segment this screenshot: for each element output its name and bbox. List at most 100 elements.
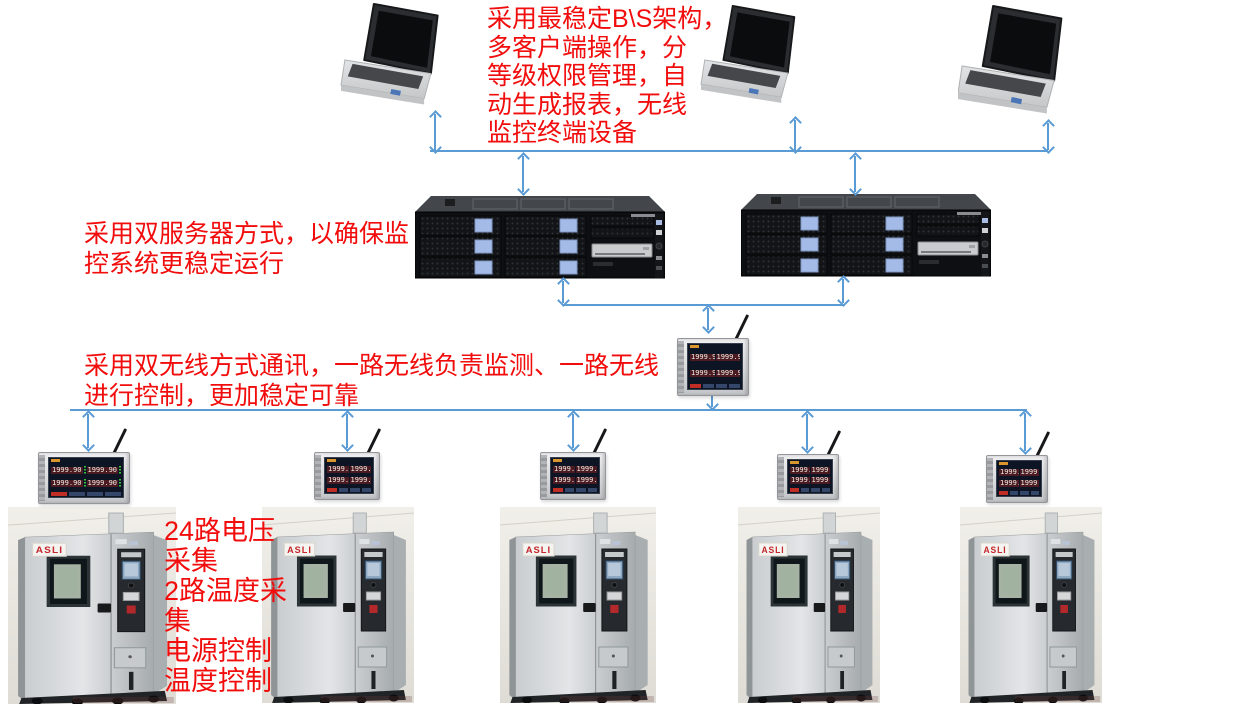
arrow-gateway-wirelessbus — [706, 383, 719, 411]
screen-header-tag — [327, 459, 336, 462]
level-bar-icon — [83, 478, 86, 488]
antenna-icon — [112, 428, 128, 455]
server-2-image — [741, 194, 991, 277]
display-value: 1999.90 — [86, 465, 119, 474]
laptop-client-2-image — [700, 4, 796, 103]
display-value: 1999.90 — [999, 468, 1019, 476]
connector-lan-top — [430, 150, 1048, 152]
test-chamber-3-image: ASLI — [500, 507, 656, 703]
channel-readout: 1999.90 — [790, 476, 810, 485]
display-value: 1999.90 — [690, 354, 715, 361]
recorder-screen: 1999.90 1999.90 1999.90 1999.90 — [324, 457, 374, 494]
side-vents — [678, 341, 684, 393]
channel-readout: 1999.90 — [690, 350, 715, 365]
display-value: 1999.90 — [715, 354, 740, 361]
channel-readout: 1999.90 — [553, 464, 575, 474]
chamber-brand-label: ASLI — [526, 545, 551, 555]
channel-readout: 1999.90 — [51, 464, 86, 476]
channel-readout: 1999.90 — [575, 475, 597, 485]
channel-readout: 1999.90 — [810, 466, 830, 475]
channel-readout: 1999.90 — [999, 478, 1019, 488]
arrow-bus-recorder2 — [341, 410, 354, 452]
chamber-brand-label: ASLI — [761, 545, 784, 555]
laptop-client-1-image — [340, 2, 439, 105]
channel-readout: 1999.90 — [51, 477, 86, 489]
screen-header-tag — [51, 459, 60, 462]
recorder-screen: 1999.90 1999.90 1999.90 1999.90 — [550, 457, 600, 494]
arrow-bus-recorder5 — [1019, 409, 1032, 455]
side-vents — [778, 457, 784, 497]
display-value: 1999.90 — [810, 477, 830, 484]
arrow-bus-recorder4 — [801, 410, 814, 454]
test-chamber-5-image: ASLI — [960, 507, 1102, 703]
chamber-brand-label: ASLI — [287, 545, 312, 555]
recorder-screen: 1999.90 1999.90 1999.90 1999.90 — [687, 343, 743, 390]
display-value: 1999.90 — [327, 465, 349, 473]
screen-header-tag — [553, 459, 562, 462]
screen-buttons — [999, 491, 1039, 495]
display-value: 1999.90 — [810, 467, 830, 474]
channel-readout: 1999.90 — [349, 475, 371, 485]
recorder-body: 1999.90 1999.90 1999.90 1999.90 — [540, 452, 606, 500]
connector-wireless-bus — [70, 409, 1027, 411]
channel-readout: 1999.90 — [999, 467, 1019, 477]
recorder-body: 1999.90 1999.90 1999.90 1999.90 — [986, 455, 1048, 503]
test-chamber-1-image: ASLI — [8, 507, 176, 704]
arrow-laptop3-lan — [1042, 119, 1055, 154]
antenna-icon — [826, 430, 842, 457]
arrow-laptop1-lan — [429, 110, 442, 154]
note-dual-server: 采用双服务器方式，以确保监 控系统更稳定运行 — [84, 220, 410, 278]
antenna-icon — [734, 314, 750, 341]
wireless-recorder-5: 1999.90 1999.90 1999.90 1999.90 — [986, 429, 1051, 503]
display-value: 1999.90 — [1019, 468, 1039, 476]
wireless-recorder-2: 1999.90 1999.90 1999.90 1999.90 — [314, 426, 382, 500]
wireless-recorder-4: 1999.90 1999.90 1999.90 1999.90 — [777, 428, 842, 500]
note-dual-wireless: 采用双无线方式通讯，一路无线负责监测、一路无线 进行控制，更加稳定可靠 — [84, 352, 660, 410]
display-value: 1999.90 — [1019, 479, 1039, 487]
arrow-server2-bus — [837, 275, 850, 307]
screen-header-tag — [790, 461, 799, 464]
channel-readout: 1999.90 — [327, 475, 349, 485]
display-value: 1999.90 — [86, 478, 119, 487]
channel-readout: 1999.90 — [690, 366, 715, 381]
arrow-bus-recorder1 — [82, 410, 95, 452]
wireless-recorder-1: 1999.90 1999.90 1999.90 1999.90 — [38, 426, 130, 504]
channel-readout: 1999.90 — [715, 366, 740, 381]
recorder-body: 1999.90 1999.90 1999.90 1999.90 — [314, 452, 380, 500]
side-vents — [315, 455, 321, 497]
arrow-bus-recorder3 — [567, 410, 580, 452]
arrow-lan-server2 — [849, 152, 862, 196]
display-value: 1999.90 — [349, 476, 371, 484]
test-chamber-4-image: ASLI — [738, 507, 880, 703]
level-bar-icon — [119, 478, 121, 488]
display-value: 1999.90 — [51, 478, 83, 487]
display-value: 1999.90 — [51, 465, 83, 474]
screen-buttons — [790, 488, 830, 492]
note-channel-capabilities: 24路电压 采集 2路温度采 集 电源控制 温度控制 — [164, 516, 288, 696]
display-value: 1999.90 — [349, 465, 371, 473]
side-vents — [541, 455, 547, 497]
display-value: 1999.90 — [790, 467, 810, 474]
screen-buttons — [553, 488, 597, 492]
antenna-icon — [592, 428, 608, 455]
channel-readout: 1999.90 — [810, 476, 830, 485]
screen-buttons — [690, 384, 740, 388]
display-value: 1999.90 — [999, 479, 1019, 487]
channel-readout: 1999.90 — [327, 464, 349, 474]
recorder-body: 1999.90 1999.90 1999.90 1999.90 — [677, 338, 749, 396]
display-value: 1999.90 — [690, 370, 715, 377]
note-bs-architecture: 采用最稳定B\S架构， 多客户端操作，分 等级权限管理，自 动生成报表，无线 监… — [487, 5, 728, 147]
recorder-screen: 1999.90 1999.90 1999.90 1999.90 — [48, 457, 124, 498]
channel-readout: 1999.90 — [575, 464, 597, 474]
channel-readout: 1999.90 — [86, 464, 121, 476]
display-value: 1999.90 — [575, 476, 597, 484]
chamber-brand-label: ASLI — [983, 545, 1006, 555]
arrow-server1-bus — [557, 277, 570, 307]
level-bar-icon — [83, 465, 86, 475]
antenna-icon — [1035, 431, 1051, 458]
display-value: 1999.90 — [327, 476, 349, 484]
screen-buttons — [51, 492, 121, 496]
arrow-laptop2-lan — [789, 116, 802, 154]
display-value: 1999.90 — [790, 477, 810, 484]
